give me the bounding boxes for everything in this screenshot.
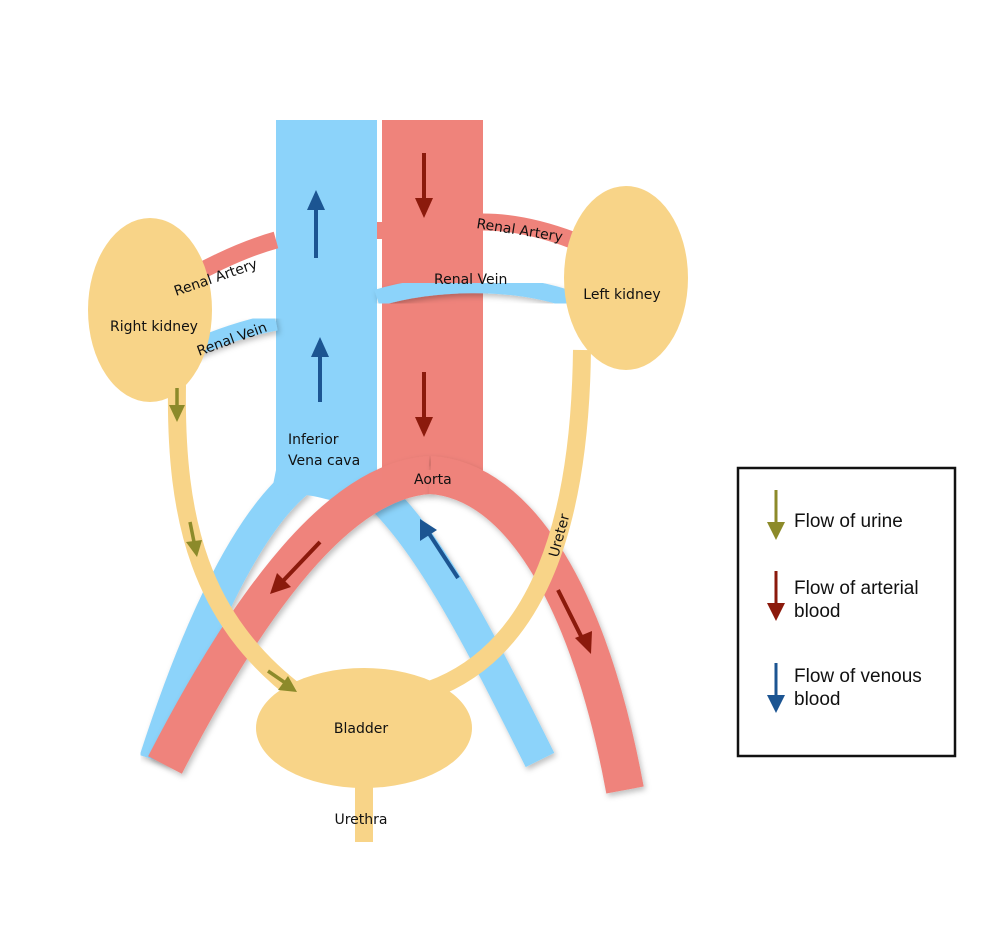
legend-item-arterial: Flow of arterial blood (767, 571, 919, 622)
legend-label-venous-2: blood (794, 689, 841, 710)
venous-arrow-ivc-upper (307, 190, 325, 258)
arterial-arrowhead-icon (767, 603, 785, 621)
flow-arrows (169, 153, 592, 692)
legend-item-venous: Flow of venous blood (767, 663, 922, 713)
legend-label-urine: Flow of urine (794, 511, 903, 532)
urine-arrow-ureter (186, 521, 202, 557)
arterial-arrow-left-iliac (270, 540, 322, 594)
arterial-arrow-aorta-lower (415, 372, 433, 437)
renal-artery-left-vessel (482, 213, 575, 248)
right-kidney-label: Right kidney (110, 319, 198, 335)
arterial-arrow-aorta-upper (415, 153, 433, 218)
bladder-label: Bladder (334, 721, 388, 737)
left-common-iliac-vein (139, 467, 311, 765)
arterial-arrow-right-iliac (556, 589, 592, 654)
legend-label-arterial-2: blood (794, 601, 841, 622)
ivc-label-line2: Vena cava (288, 453, 360, 469)
ivc-label-line1: Inferior (288, 432, 339, 448)
legend-label-venous-1: Flow of venous (794, 666, 922, 687)
legend-item-urine: Flow of urine (767, 490, 903, 540)
left-kidney-label: Left kidney (583, 287, 660, 303)
left-ureter (426, 349, 591, 699)
aorta-bifurcation (382, 470, 483, 480)
legend: Flow of urine Flow of arterial blood Flo… (736, 466, 957, 758)
right-ureter (167, 384, 306, 703)
left-common-iliac-artery (148, 456, 432, 774)
aorta-label: Aorta (414, 472, 452, 488)
urethra-label: Urethra (334, 812, 387, 828)
right-kidney (88, 218, 212, 402)
renal-vein-left-vessel (374, 276, 575, 309)
left-kidney (564, 186, 688, 370)
renal-artery-gap (377, 222, 383, 239)
renal-vein-left-label: Renal Vein (434, 272, 507, 288)
inferior-vena-cava (276, 120, 377, 480)
bladder (256, 668, 472, 788)
urine-arrowhead-icon (767, 522, 785, 540)
venous-arrow-iliac (420, 519, 460, 580)
urine-arrow-right-kidney (169, 388, 185, 422)
venous-arrow-ivc-lower (311, 337, 329, 402)
venous-arrowhead-icon (767, 695, 785, 713)
urine-arrow-bladder (267, 669, 297, 692)
legend-label-arterial-1: Flow of arterial (794, 578, 919, 599)
